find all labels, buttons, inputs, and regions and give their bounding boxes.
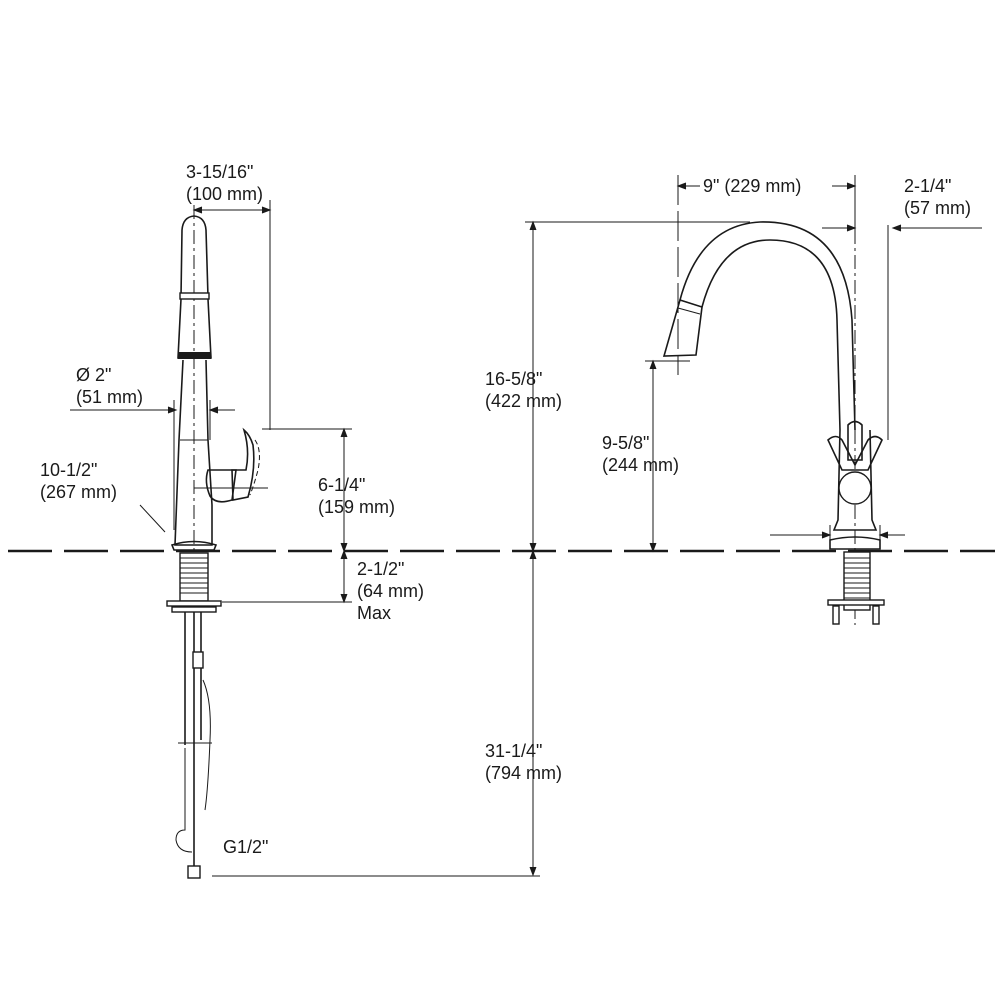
body-diameter-label: Ø 2" (51 mm) [76, 364, 143, 408]
dimension-metric: (64 mm) [357, 581, 424, 601]
handle-height-label: 6-1/4" (159 mm) [318, 474, 395, 518]
supply-connection-label: G1/2" [223, 836, 268, 858]
dimension-imperial: Ø 2" [76, 365, 112, 385]
deck-thickness-label: 2-1/2" (64 mm) Max [357, 558, 424, 624]
dimension-imperial: 10-1/2" [40, 460, 98, 480]
dimension-imperial: 2-1/2" [357, 559, 405, 579]
dimension-imperial: 2-1/4" [904, 176, 952, 196]
dimension-metric: (244 mm) [602, 455, 680, 475]
dimension-text: G1/2" [223, 837, 269, 857]
handle-offset-label: 2-1/4" (57 mm) [904, 175, 971, 219]
front-view-dimension-lines [212, 175, 982, 877]
overall-height-label: 10-1/2" (267 mm) [40, 459, 117, 503]
dimension-metric: (57 mm) [904, 198, 971, 218]
dimension-text: 9" (229 mm) [703, 176, 802, 196]
dimension-imperial: 6-1/4" [318, 475, 366, 495]
dimension-metric: (100 mm) [186, 184, 264, 204]
dimension-metric: (51 mm) [76, 387, 143, 407]
dimension-metric: (794 mm) [485, 763, 563, 783]
aerator-height-label: 9-5/8" (244 mm) [602, 432, 679, 476]
supply-length-label: 31-1/4" (794 mm) [485, 740, 562, 784]
dimension-imperial: 3-15/16" [186, 162, 254, 182]
side-view-faucet [166, 205, 268, 880]
dimension-imperial: 16-5/8" [485, 369, 543, 389]
spout-height-label: 16-5/8" (422 mm) [485, 368, 562, 412]
dimension-note: Max [357, 603, 392, 623]
dimension-metric: (159 mm) [318, 497, 396, 517]
spout-reach-label: 3-15/16" (100 mm) [186, 161, 263, 205]
dimension-metric: (422 mm) [485, 391, 563, 411]
dimension-imperial: 31-1/4" [485, 741, 543, 761]
side-view-dimension-lines [70, 200, 352, 604]
dimension-imperial: 9-5/8" [602, 433, 650, 453]
dimension-metric: (267 mm) [40, 482, 118, 502]
spout-reach-front-label: 9" (229 mm) [703, 175, 801, 197]
front-view-faucet [662, 180, 885, 625]
